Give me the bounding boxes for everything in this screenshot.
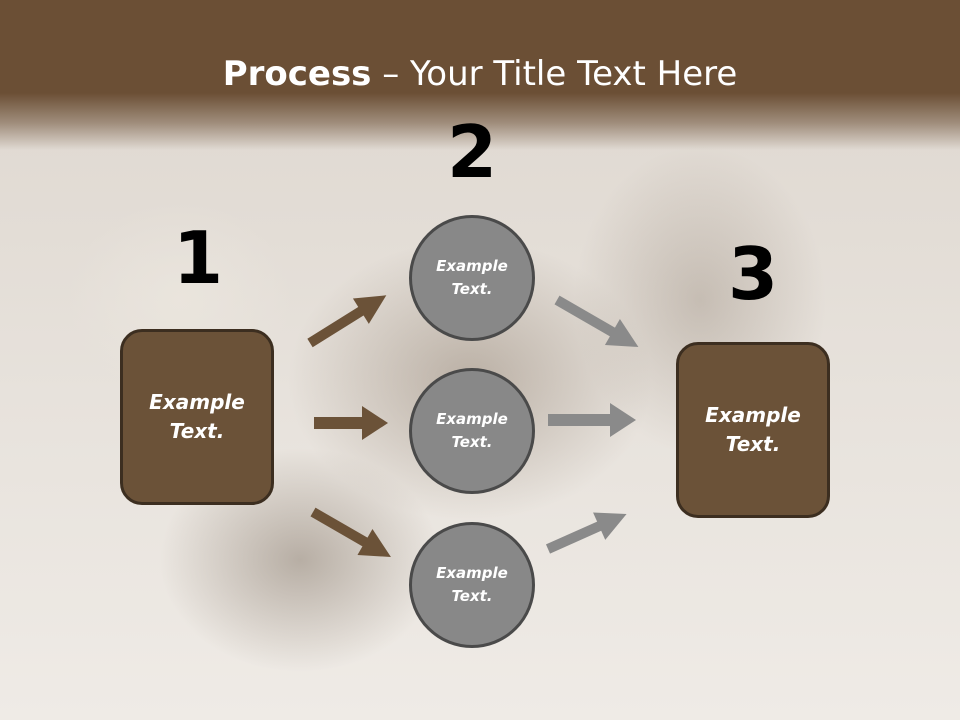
arrow-1-to-top — [307, 295, 387, 348]
slide-title: Process – Your Title Text Here — [0, 52, 960, 96]
step-number-3: 3 — [727, 232, 779, 316]
step-number-1: 1 — [172, 216, 224, 300]
arrow-bottom-to-3 — [545, 512, 627, 554]
arrow-middle-to-3 — [548, 403, 636, 437]
arrow-1-to-middle — [314, 406, 388, 440]
title-bold: Process — [222, 54, 372, 94]
arrow-top-to-3 — [554, 295, 639, 347]
title-bar — [0, 0, 960, 150]
step-number-2: 2 — [446, 110, 498, 194]
step-2-circle-bottom: Example Text. — [409, 522, 535, 648]
arrow-1-to-bottom — [310, 507, 391, 557]
step-2-circle-middle: Example Text. — [409, 368, 535, 494]
step-2-circle-top: Example Text. — [409, 215, 535, 341]
step-1-box: Example Text. — [120, 329, 274, 505]
step-3-box: Example Text. — [676, 342, 830, 518]
title-rest: – Your Title Text Here — [371, 54, 738, 94]
